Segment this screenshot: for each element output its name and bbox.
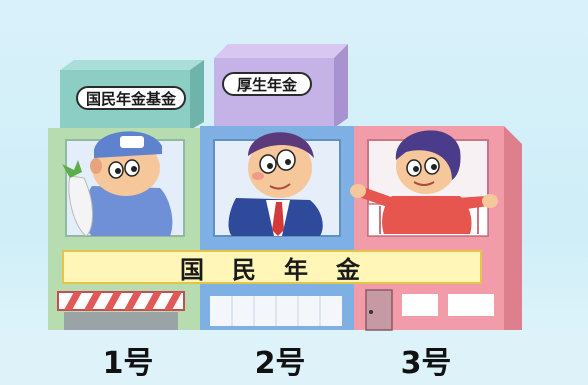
lower-window-3b	[448, 294, 494, 316]
teal-roof-side	[190, 60, 204, 130]
banner-kokumin-nenkin: 国民年金	[62, 250, 482, 284]
purple-roof-top	[214, 44, 348, 58]
shop-base-1	[64, 312, 178, 330]
building-3	[350, 126, 522, 331]
housewife-character	[350, 130, 498, 234]
category-1: 1号	[102, 346, 154, 381]
label-kousei-nenkin: 厚生年金	[222, 72, 312, 96]
lower-window-3a	[402, 294, 438, 316]
purple-roof-side	[334, 44, 348, 128]
label-kokumin-nenkin-kikin: 国民年金基金	[76, 86, 186, 110]
door-3	[365, 289, 393, 331]
category-2: 2号	[254, 346, 306, 381]
ground	[0, 330, 588, 385]
salaryman-character	[228, 132, 323, 236]
teal-roof-top	[60, 60, 204, 70]
pink-side	[504, 126, 522, 330]
farmer-character	[62, 131, 173, 237]
category-3: 3号	[400, 346, 452, 381]
